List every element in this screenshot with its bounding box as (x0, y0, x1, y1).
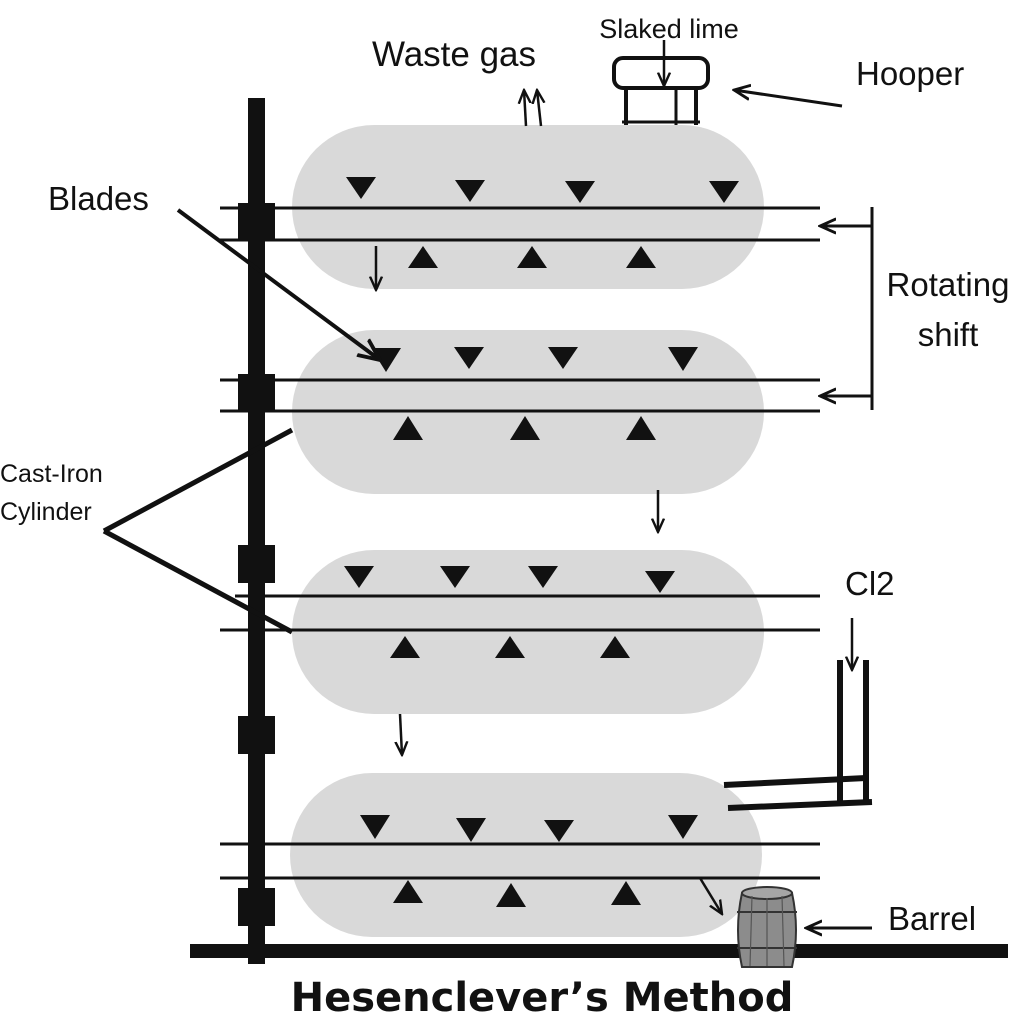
column-bracket (238, 888, 275, 926)
blade (645, 571, 675, 593)
blade (393, 880, 423, 903)
slaked-lime-label: Slaked lime (599, 14, 739, 44)
blade (600, 636, 630, 658)
cylinder-body (290, 773, 762, 937)
blade (668, 815, 698, 839)
blade (344, 566, 374, 588)
barrel-icon (737, 886, 797, 968)
rotating-shaft-bracket (820, 207, 874, 410)
blade (528, 566, 558, 588)
down-arrow (698, 877, 722, 914)
blade (548, 347, 578, 369)
blades-pointer-line (176, 208, 380, 360)
blade (390, 636, 420, 658)
cylinder-body (292, 550, 764, 714)
blade (668, 347, 698, 371)
blade (565, 181, 595, 203)
hopper (612, 40, 710, 125)
blade (360, 815, 390, 839)
blade (454, 347, 484, 369)
blade (495, 636, 525, 658)
cast-iron-cylinder-2 (220, 330, 820, 494)
blade (440, 566, 470, 588)
waste-gas-label: Waste gas (372, 35, 536, 74)
blade (456, 818, 486, 842)
blades-label: Blades (48, 180, 149, 217)
blades-group (346, 177, 739, 268)
blade (517, 246, 547, 268)
cast-iron-cylinder-1 (220, 125, 820, 289)
barrel-label: Barrel (888, 900, 976, 937)
blade (544, 820, 574, 842)
down-arrow (400, 713, 402, 755)
chlorine-inlet-pipe (723, 660, 873, 811)
diagram-title: Hesenclever’s Method (291, 975, 794, 1021)
blade (346, 177, 376, 199)
blade (709, 181, 739, 203)
blade (626, 416, 656, 440)
blade (455, 180, 485, 202)
blade (611, 881, 641, 905)
blades-group (360, 815, 698, 907)
blade (510, 416, 540, 440)
blade (393, 416, 423, 440)
blades-group (344, 566, 675, 658)
flow-arrows (376, 246, 722, 914)
cast-iron-label-line2: Cylinder (0, 498, 92, 526)
column-brackets (238, 203, 275, 926)
waste-gas-arrows-icon (524, 90, 541, 127)
blades-group (371, 347, 698, 440)
hooper-pointer-arrow (734, 90, 843, 108)
blade (626, 246, 656, 268)
cast-iron-cylinder-3 (220, 550, 820, 714)
rotating-shift-label-line1: Rotating (887, 266, 1010, 303)
cast-iron-cylinder-4 (220, 773, 820, 937)
column-bracket (238, 545, 275, 583)
cast-iron-label-line1: Cast-Iron (0, 460, 103, 488)
ground-base (190, 944, 1008, 958)
column-bracket (238, 716, 275, 754)
cl2-label: Cl2 (845, 565, 895, 602)
rotating-shift-label-line2: shift (918, 316, 979, 353)
blade (408, 246, 438, 268)
cast-iron-pointer-lines (102, 427, 294, 635)
blade (496, 883, 526, 907)
hooper-label: Hooper (856, 55, 964, 92)
